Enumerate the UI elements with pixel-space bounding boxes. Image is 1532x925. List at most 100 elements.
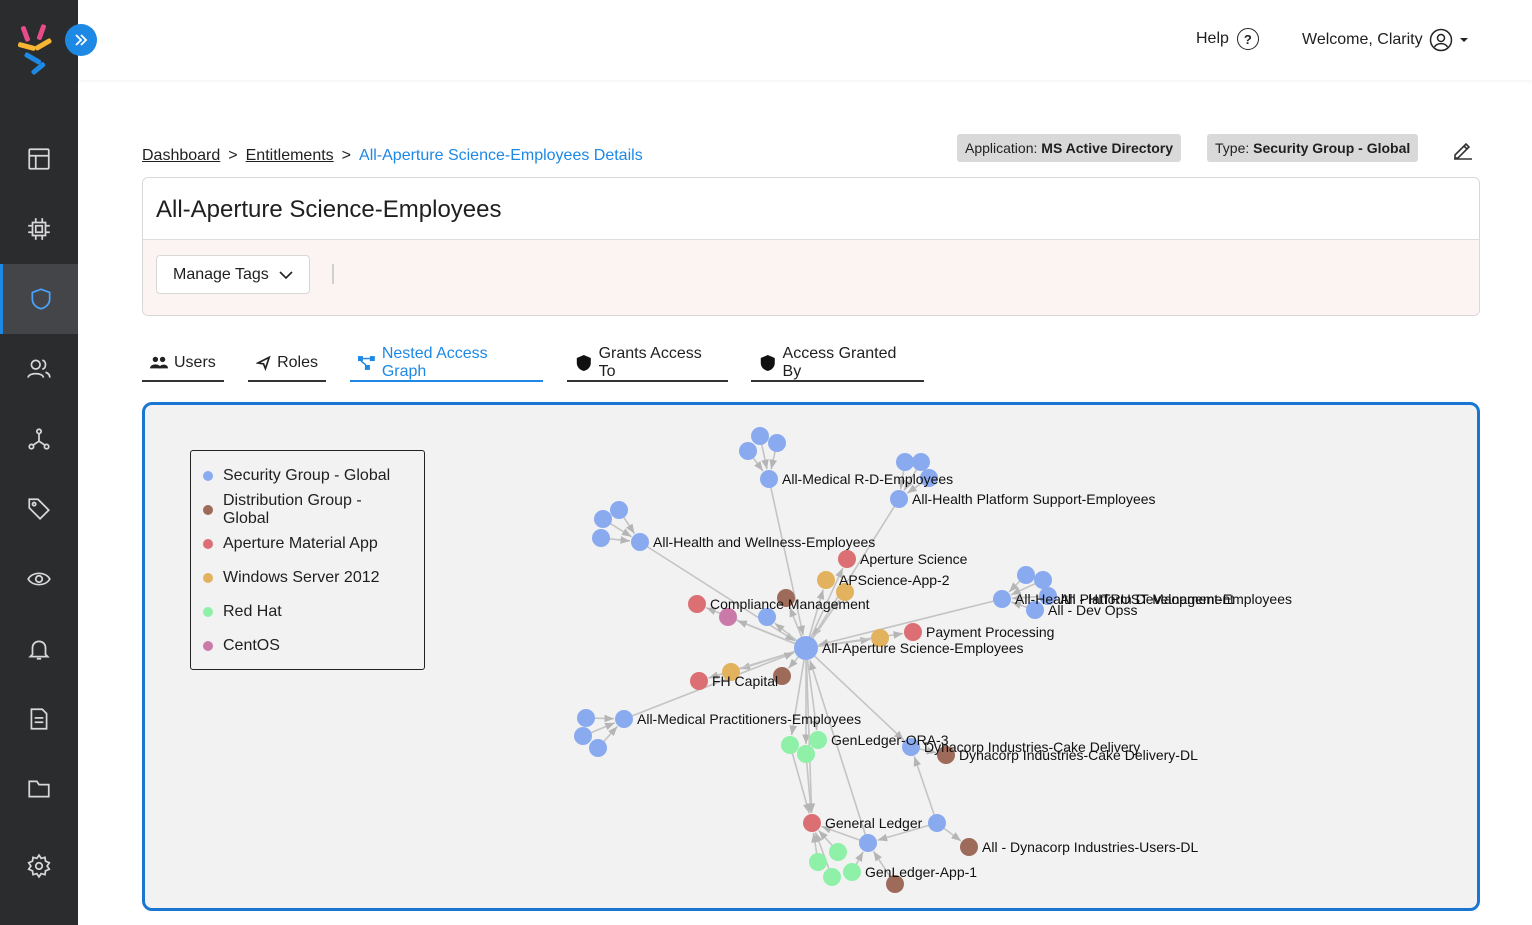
graph-node[interactable] xyxy=(768,434,786,452)
graph-node[interactable] xyxy=(871,629,889,647)
graph-node[interactable] xyxy=(794,636,818,660)
tab-grants-access-to[interactable]: Grants Access To xyxy=(567,345,728,382)
graph-node[interactable] xyxy=(773,667,791,685)
edit-icon[interactable] xyxy=(1452,138,1474,160)
graph-node[interactable] xyxy=(993,590,1011,608)
graph-edge xyxy=(789,744,811,814)
graph-node[interactable] xyxy=(829,843,847,861)
graph-node[interactable] xyxy=(803,814,821,832)
sidebar xyxy=(0,0,78,925)
graph-node[interactable] xyxy=(896,453,914,471)
welcome-text: Welcome, Clarity xyxy=(1302,31,1423,48)
graph-node[interactable] xyxy=(836,583,854,601)
graph-node[interactable] xyxy=(960,838,978,856)
graph-node[interactable] xyxy=(577,709,595,727)
shield-icon xyxy=(760,354,775,371)
nav-files[interactable] xyxy=(0,754,78,824)
graph-node[interactable] xyxy=(809,731,827,749)
tab-access-granted-by[interactable]: Access Granted By xyxy=(751,345,924,382)
tab-roles[interactable]: Roles xyxy=(248,345,326,382)
nav-resources[interactable] xyxy=(0,194,78,264)
graph-node[interactable] xyxy=(1026,601,1044,619)
graph-node[interactable] xyxy=(937,746,955,764)
expand-sidebar-button[interactable] xyxy=(65,24,97,56)
graph-node-label: GenLedger-App-1 xyxy=(865,864,977,880)
graph-node-label: Payment Processing xyxy=(926,624,1054,640)
tab-users[interactable]: Users xyxy=(142,345,224,382)
graph-node[interactable] xyxy=(817,571,835,589)
graph-node[interactable] xyxy=(912,453,930,471)
graph-node[interactable] xyxy=(843,863,861,881)
graph-node[interactable] xyxy=(886,875,904,893)
nav-reviews[interactable] xyxy=(0,544,78,614)
graph-node[interactable] xyxy=(1039,587,1057,605)
graph-node[interactable] xyxy=(690,672,708,690)
help-button[interactable]: Help ? xyxy=(1196,28,1259,50)
graph-node-label: All-Medical Practitioners-Employees xyxy=(637,711,861,727)
graph-node[interactable] xyxy=(928,814,946,832)
nav-users[interactable] xyxy=(0,334,78,404)
legend-dot xyxy=(203,539,213,549)
app-logo xyxy=(17,24,52,75)
table-icon xyxy=(28,148,50,170)
legend-dot xyxy=(203,607,213,617)
graph-node[interactable] xyxy=(823,868,841,886)
graph-node[interactable] xyxy=(610,501,628,519)
breadcrumb-dashboard[interactable]: Dashboard xyxy=(142,147,221,164)
graph-node-label: Aperture Science xyxy=(860,551,968,567)
graph-node[interactable] xyxy=(781,736,799,754)
nav-entitlements[interactable] xyxy=(0,264,78,334)
graph-edge xyxy=(805,647,816,814)
breadcrumb: Dashboard > Entitlements > All-Aperture … xyxy=(142,147,643,165)
breadcrumb-entitlements[interactable]: Entitlements xyxy=(245,147,334,164)
bell-icon xyxy=(28,640,50,660)
graph-node[interactable] xyxy=(797,745,815,763)
tab-nested-access-graph[interactable]: Nested Access Graph xyxy=(350,345,543,382)
graph-node[interactable] xyxy=(688,595,706,613)
manage-tags-label: Manage Tags xyxy=(173,265,269,283)
graph-node[interactable] xyxy=(809,853,827,871)
graph-node[interactable] xyxy=(902,738,920,756)
shield-icon xyxy=(576,354,591,371)
graph-legend: Security Group - Global Distribution Gro… xyxy=(190,450,425,670)
graph-edge xyxy=(623,651,795,720)
user-menu[interactable]: Welcome, Clarity xyxy=(1302,28,1469,52)
graph-node[interactable] xyxy=(631,533,649,551)
graph-node[interactable] xyxy=(589,739,607,757)
graph-node[interactable] xyxy=(760,470,778,488)
nav-hierarchy[interactable] xyxy=(0,404,78,474)
graph-node[interactable] xyxy=(758,608,776,626)
legend-label: Red Hat xyxy=(223,603,282,620)
nav-dashboard[interactable] xyxy=(0,124,78,194)
graph-node[interactable] xyxy=(777,589,795,607)
manage-tags-dropdown[interactable]: Manage Tags xyxy=(156,255,310,294)
nav-reports[interactable] xyxy=(0,684,78,754)
graph-node[interactable] xyxy=(859,834,877,852)
nav-settings[interactable] xyxy=(0,831,78,901)
graph-canvas[interactable]: All-Aperture Science-EmployeesAll-Medica… xyxy=(145,405,1477,908)
graph-node[interactable] xyxy=(719,608,737,626)
graph-node[interactable] xyxy=(592,529,610,547)
graph-node-label: General Ledger xyxy=(825,815,923,831)
nav-tags[interactable] xyxy=(0,474,78,544)
graph-node[interactable] xyxy=(920,469,938,487)
graph-node[interactable] xyxy=(838,550,856,568)
nav-notifications[interactable] xyxy=(0,614,78,684)
graph-node[interactable] xyxy=(890,490,908,508)
graph-node[interactable] xyxy=(904,623,922,641)
hierarchy-icon xyxy=(28,428,50,450)
help-icon: ? xyxy=(1236,28,1259,50)
graph-node[interactable] xyxy=(594,510,612,528)
graph-node[interactable] xyxy=(574,727,592,745)
graph-edge xyxy=(805,567,844,649)
entity-title: All-Aperture Science-Employees xyxy=(143,178,1479,240)
graph-node[interactable] xyxy=(751,427,769,445)
graph-icon xyxy=(358,355,375,370)
graph-node[interactable] xyxy=(722,663,740,681)
graph-node[interactable] xyxy=(1017,566,1035,584)
graph-node-label: All-Medical R-D-Employees xyxy=(782,471,953,487)
graph-node[interactable] xyxy=(615,710,633,728)
graph-node[interactable] xyxy=(1034,571,1052,589)
graph-node[interactable] xyxy=(739,442,757,460)
